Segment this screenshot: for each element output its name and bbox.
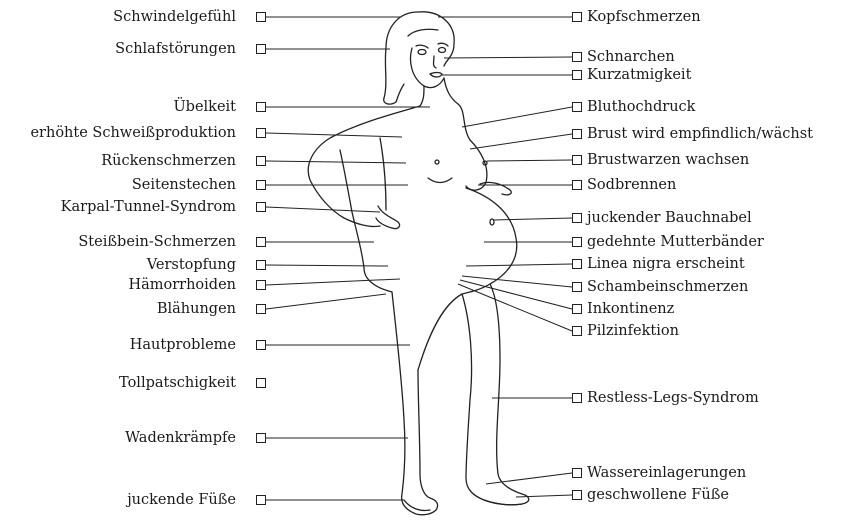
- symptom-label-brustwarzen: Brustwarzen wachsen: [587, 151, 749, 169]
- checkbox-seitenstechen[interactable]: [256, 180, 266, 190]
- checkbox-restless-legs[interactable]: [572, 393, 582, 403]
- leader-line: [458, 284, 572, 331]
- symptom-label-tollpatschigkeit: Tollpatschigkeit: [119, 374, 236, 392]
- symptom-label-geschwollene-fuesse: geschwollene Füße: [587, 486, 729, 504]
- symptom-label-seitenstechen: Seitenstechen: [132, 176, 236, 194]
- symptom-label-sodbrennen: Sodbrennen: [587, 176, 676, 194]
- symptom-label-uebelkeit: Übelkeit: [173, 98, 236, 116]
- leader-line: [266, 294, 386, 309]
- leader-line: [460, 280, 572, 309]
- checkbox-pilzinfektion[interactable]: [572, 326, 582, 336]
- leader-line: [266, 161, 406, 163]
- checkbox-schlafstoerungen[interactable]: [256, 44, 266, 54]
- checkbox-schnarchen[interactable]: [572, 52, 582, 62]
- checkbox-hautprobleme[interactable]: [256, 340, 266, 350]
- symptom-label-wadenkraempfe: Wadenkrämpfe: [125, 429, 236, 447]
- checkbox-schambein[interactable]: [572, 282, 582, 292]
- checkbox-mutterbaender[interactable]: [572, 237, 582, 247]
- symptom-label-karpal-tunnel: Karpal-Tunnel-Syndrom: [61, 198, 236, 216]
- symptom-label-mutterbaender: gedehnte Mutterbänder: [587, 233, 764, 251]
- symptom-label-wassereinlagerungen: Wassereinlagerungen: [587, 464, 746, 482]
- right-leader-lines: [438, 17, 572, 497]
- leader-line: [266, 265, 388, 266]
- figure-outline: [308, 12, 529, 515]
- checkbox-verstopfung[interactable]: [256, 260, 266, 270]
- checkbox-haemorrhoiden[interactable]: [256, 280, 266, 290]
- symptom-label-verstopfung: Verstopfung: [147, 256, 236, 274]
- checkbox-schweissproduktion[interactable]: [256, 128, 266, 138]
- checkbox-inkontinenz[interactable]: [572, 304, 582, 314]
- symptom-label-brust: Brust wird empfindlich/wächst: [587, 125, 813, 143]
- symptom-label-schlafstoerungen: Schlafstörungen: [115, 40, 236, 58]
- checkbox-kopfschmerzen[interactable]: [572, 12, 582, 22]
- symptom-label-kopfschmerzen: Kopfschmerzen: [587, 8, 701, 26]
- checkbox-geschwollene-fuesse[interactable]: [572, 490, 582, 500]
- symptom-label-bauchnabel: juckender Bauchnabel: [587, 209, 752, 227]
- symptom-label-pilzinfektion: Pilzinfektion: [587, 322, 679, 340]
- leader-line: [462, 276, 572, 287]
- leader-line: [444, 57, 572, 58]
- symptom-label-hautprobleme: Hautprobleme: [130, 336, 236, 354]
- checkbox-tollpatschigkeit[interactable]: [256, 378, 266, 388]
- checkbox-steissbein[interactable]: [256, 237, 266, 247]
- checkbox-uebelkeit[interactable]: [256, 102, 266, 112]
- checkbox-schwindelgefuehl[interactable]: [256, 12, 266, 22]
- symptom-label-schambein: Schambeinschmerzen: [587, 278, 748, 296]
- checkbox-brustwarzen[interactable]: [572, 155, 582, 165]
- leader-line: [462, 107, 572, 127]
- symptom-label-juckende-fuesse: juckende Füße: [127, 491, 236, 509]
- left-leader-lines: [266, 17, 430, 500]
- checkbox-karpal-tunnel[interactable]: [256, 202, 266, 212]
- leader-line: [466, 264, 572, 266]
- symptom-label-rueckenschmerzen: Rückenschmerzen: [101, 152, 236, 170]
- symptom-label-restless-legs: Restless-Legs-Syndrom: [587, 389, 759, 407]
- symptom-label-bluthochdruck: Bluthochdruck: [587, 98, 695, 116]
- symptom-label-blaehungen: Blähungen: [157, 300, 236, 318]
- checkbox-linea-nigra[interactable]: [572, 259, 582, 269]
- leader-line: [494, 218, 572, 220]
- checkbox-wadenkraempfe[interactable]: [256, 433, 266, 443]
- symptom-label-schnarchen: Schnarchen: [587, 48, 675, 66]
- symptom-label-schwindelgefuehl: Schwindelgefühl: [113, 8, 236, 26]
- symptom-label-haemorrhoiden: Hämorrhoiden: [128, 276, 236, 294]
- symptom-label-schweissproduktion: erhöhte Schweißproduktion: [30, 124, 236, 142]
- symptom-label-linea-nigra: Linea nigra erscheint: [587, 255, 745, 273]
- checkbox-juckende-fuesse[interactable]: [256, 495, 266, 505]
- checkbox-kurzatmigkeit[interactable]: [572, 70, 582, 80]
- symptom-label-steissbein: Steißbein-Schmerzen: [78, 233, 236, 251]
- leader-line: [470, 134, 572, 149]
- checkbox-bluthochdruck[interactable]: [572, 102, 582, 112]
- checkbox-wassereinlagerungen[interactable]: [572, 468, 582, 478]
- checkbox-blaehungen[interactable]: [256, 304, 266, 314]
- leader-line: [266, 279, 400, 285]
- leader-line: [266, 207, 380, 212]
- checkbox-brust[interactable]: [572, 129, 582, 139]
- checkbox-bauchnabel[interactable]: [572, 213, 582, 223]
- symptom-label-kurzatmigkeit: Kurzatmigkeit: [587, 66, 691, 84]
- checkbox-rueckenschmerzen[interactable]: [256, 156, 266, 166]
- symptom-label-inkontinenz: Inkontinenz: [587, 300, 674, 318]
- leader-line: [487, 160, 572, 161]
- checkbox-sodbrennen[interactable]: [572, 180, 582, 190]
